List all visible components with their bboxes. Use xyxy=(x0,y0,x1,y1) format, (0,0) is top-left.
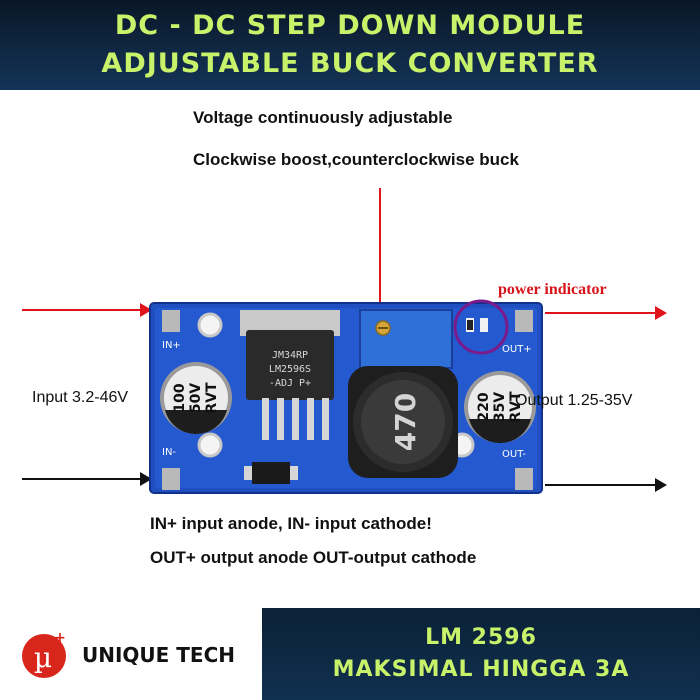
ic-marking-3: -ADJ P+ xyxy=(269,378,311,389)
lm2596-ic: JM34RP LM2596S -ADJ P+ xyxy=(240,310,340,440)
output-voltage-label: Output 1.25-35V xyxy=(515,392,633,409)
arrow-input-top xyxy=(22,303,152,317)
ic-marking-2: LM2596S xyxy=(269,364,311,375)
note-clockwise: Clockwise boost,counterclockwise buck xyxy=(193,150,519,169)
ic-marking-1: JM34RP xyxy=(272,350,308,361)
cap-in-label-2: 50V xyxy=(188,383,204,413)
silkscreen-out-plus: OUT+ xyxy=(502,344,532,355)
arrow-potentiometer xyxy=(373,188,387,315)
power-indicator-led xyxy=(453,299,509,355)
unique-tech-logo-icon: µ + xyxy=(22,630,66,678)
cap-out-label-2: 35V xyxy=(492,392,508,422)
potentiometer xyxy=(359,309,453,369)
inductor: 470 xyxy=(348,366,458,478)
note-voltage-adjustable: Voltage continuously adjustable xyxy=(193,108,453,127)
cap-out-label-1: 220 xyxy=(476,392,492,421)
header-banner: DC - DC STEP DOWN MODULE ADJUSTABLE BUCK… xyxy=(0,0,700,90)
note-output-polarity: OUT+ output anode OUT-output cathode xyxy=(150,548,477,567)
footer-spec-banner: LM 2596 MAKSIMAL HINGGA 3A xyxy=(262,608,700,700)
arrow-output-bottom xyxy=(545,478,667,492)
arrow-output-top xyxy=(545,306,667,320)
logo-mu: µ xyxy=(34,641,52,674)
cap-in-label-1: 100 xyxy=(172,383,188,412)
silkscreen-out-minus: OUT- xyxy=(502,449,526,460)
output-capacitor: 220 35V RVT xyxy=(464,371,536,444)
arrow-input-bottom xyxy=(22,472,152,486)
silkscreen-in-minus: IN- xyxy=(162,447,176,458)
cap-out-label-3: RVT xyxy=(508,391,524,423)
header-title-line2: ADJUSTABLE BUCK CONVERTER xyxy=(101,48,599,79)
diode xyxy=(244,462,298,484)
power-indicator-label: power indicator xyxy=(498,281,607,298)
inductor-label: 470 xyxy=(389,393,422,451)
cap-in-label-3: RVT xyxy=(204,382,220,414)
footer-model: LM 2596 xyxy=(425,625,537,650)
logo-plus: + xyxy=(54,630,66,646)
brand-name: UNIQUE TECH xyxy=(82,643,236,667)
header-title-line1: DC - DC STEP DOWN MODULE xyxy=(114,10,586,41)
footer-max-current: MAKSIMAL HINGGA 3A xyxy=(332,657,630,682)
silkscreen-in-plus: IN+ xyxy=(162,340,181,351)
input-capacitor: 100 50V RVT xyxy=(160,362,232,435)
note-input-polarity: IN+ input anode, IN- input cathode! xyxy=(150,514,432,533)
input-voltage-label: Input 3.2-46V xyxy=(32,389,129,406)
